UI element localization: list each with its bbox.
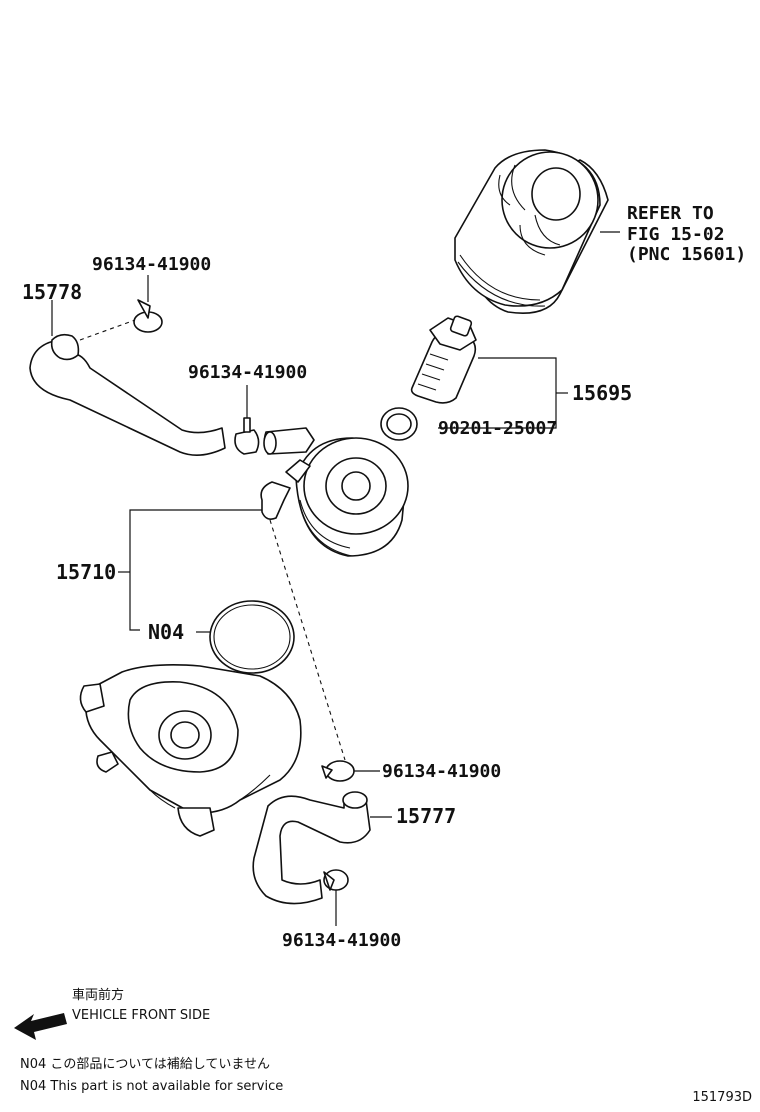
hose-clamp-lower-right-illustration [321, 760, 355, 782]
label-gasket: 90201-25007 [438, 418, 557, 439]
label-clamp-bottom: 96134-41900 [282, 930, 401, 951]
footnote-japanese: N04 この部品については補給していません [20, 1057, 270, 1072]
label-hose-lower: 15777 [396, 804, 456, 828]
hose-clamp-bottom-illustration [323, 869, 349, 891]
vehicle-front-arrow-icon [14, 1013, 67, 1040]
refer-note-line3: (PNC 15601) [627, 244, 746, 265]
lower-hose-illustration [252, 791, 371, 905]
label-o-ring: N04 [148, 620, 184, 644]
label-clamp-mid: 96134-41900 [188, 362, 307, 383]
label-oil-cooler: 15710 [56, 560, 116, 584]
label-union-bolt: 15695 [572, 381, 632, 405]
footnote-english: N04 This part is not available for servi… [20, 1079, 283, 1094]
oil-filter-illustration [454, 149, 609, 314]
refer-note-line1: REFER TO [627, 203, 714, 224]
figure-id: 151793D [692, 1090, 752, 1105]
direction-japanese: 車両前方 [72, 987, 124, 1003]
upper-hose-illustration [29, 333, 226, 456]
hose-clamp-top-left-illustration [133, 299, 163, 333]
refer-note-line2: FIG 15-02 [627, 224, 725, 245]
union-bolt-illustration [410, 315, 477, 404]
gasket-illustration [380, 407, 418, 441]
direction-english: VEHICLE FRONT SIDE [72, 1008, 210, 1023]
short-tube-illustration [263, 427, 315, 455]
hose-clamp-mid-illustration [234, 417, 260, 455]
cooler-housing-illustration [79, 664, 302, 837]
oil-cooler-illustration [260, 437, 409, 557]
o-ring-illustration [209, 600, 295, 674]
label-clamp-lower-right: 96134-41900 [382, 761, 501, 782]
label-clamp-top-left: 96134-41900 [92, 254, 211, 275]
label-hose-upper: 15778 [22, 280, 82, 304]
